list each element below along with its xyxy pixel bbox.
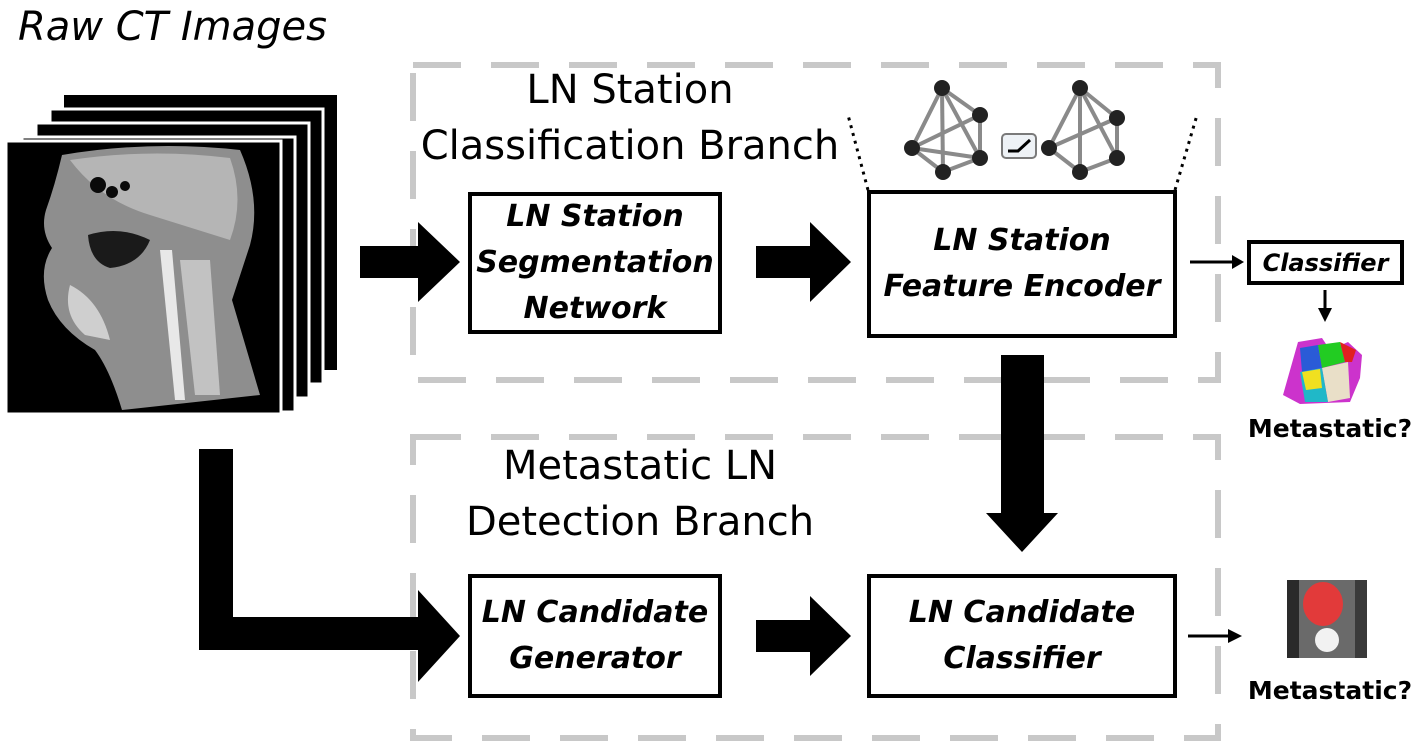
graph-icon-left: [904, 80, 988, 180]
station-branch-title: LN Station Classification Branch: [420, 62, 840, 174]
feature-encoder-label: LN Station Feature Encoder: [883, 223, 1161, 304]
lymph-station-render: [1283, 338, 1362, 404]
classifier-label: Classifier: [1262, 248, 1389, 277]
arrow-generator-to-candidate-classifier: [756, 596, 851, 676]
dotted-line-right: [1173, 114, 1199, 191]
detection-branch-frame: [410, 434, 1221, 741]
detection-branch-title-line2: Detection Branch: [465, 499, 815, 545]
candidate-generator-label: LN Candidate Generator: [481, 595, 709, 676]
station-branch-title-line1: LN Station: [526, 67, 734, 113]
arrow-segmentation-to-encoder: [756, 222, 851, 302]
arrow-to-bottom-output-head: [1228, 629, 1242, 643]
arrow-classifier-down-head: [1318, 308, 1332, 322]
metastatic-output-top: Metastatic?: [1247, 414, 1413, 443]
arrow-ct-to-generator: [199, 449, 460, 682]
candidate-classifier-box: LN Candidate Classifier: [867, 574, 1177, 698]
arrow-encoder-to-candidate-classifier: [986, 355, 1058, 552]
segmentation-network-box: LN Station Segmentation Network: [468, 192, 722, 334]
arrow-ct-to-segmentation: [360, 222, 460, 302]
candidate-generator-box: LN Candidate Generator: [468, 574, 722, 698]
dotted-line-left: [846, 114, 870, 191]
station-branch-frame: [410, 62, 1221, 383]
candidate-classifier-label: LN Candidate Classifier: [908, 595, 1136, 676]
ct-image-stack: [4, 95, 337, 416]
classifier-box: Classifier: [1247, 240, 1404, 285]
feature-encoder-box: LN Station Feature Encoder: [867, 190, 1177, 338]
detection-branch-title: Metastatic LN Detection Branch: [430, 438, 850, 550]
arrow-encoder-to-classifier-head: [1232, 255, 1244, 269]
raw-ct-title: Raw CT Images: [18, 4, 327, 50]
detection-branch-title-line1: Metastatic LN: [502, 443, 778, 489]
segmentation-network-label: LN Station Segmentation Network: [476, 199, 714, 326]
station-branch-title-line2: Classification Branch: [420, 123, 840, 169]
metastatic-output-bottom: Metastatic?: [1247, 676, 1413, 705]
lesion-crop: [1287, 580, 1367, 658]
activation-icon: [1001, 133, 1037, 159]
graph-icon-right: [1041, 80, 1125, 180]
